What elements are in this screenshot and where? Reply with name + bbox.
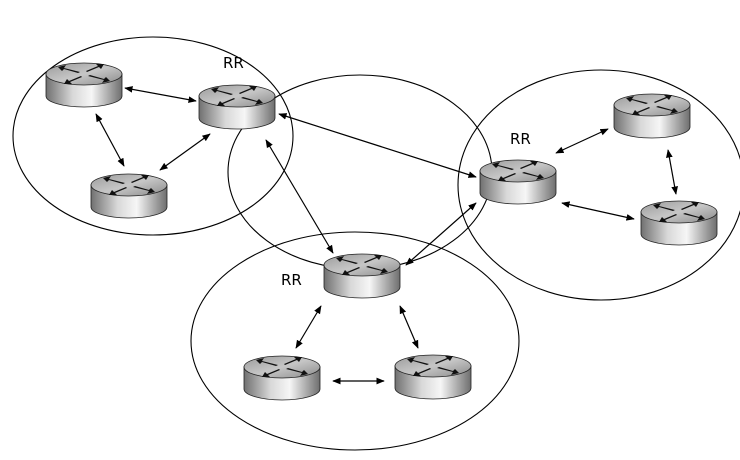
link-left-c-rr — [159, 133, 211, 171]
link-rr-bottom-right — [399, 305, 419, 349]
router-icon — [323, 253, 401, 299]
link-rr-bottom-left — [295, 305, 322, 349]
rr-label-left: RR — [223, 54, 244, 72]
cluster-right — [457, 69, 740, 301]
link-rr-left-rr-bottom — [265, 139, 334, 254]
rr-label-right: RR — [510, 130, 531, 148]
link-rr-right-rr-bottom — [405, 202, 477, 266]
router-icon — [394, 354, 472, 400]
link-rr-right-bottom — [561, 201, 635, 221]
link-right-top-bottom — [666, 149, 678, 195]
cluster-bottom — [190, 231, 520, 451]
router-icon — [479, 159, 557, 205]
router-icon — [613, 93, 691, 139]
link-rr-left-rr-right — [278, 113, 477, 178]
router-icon — [45, 62, 123, 108]
link-left-a-rr — [124, 86, 197, 103]
link-rr-right-top — [555, 128, 609, 154]
router-icon — [243, 355, 321, 401]
link-left-a-c — [95, 113, 125, 167]
rr-label-bottom: RR — [281, 271, 302, 289]
connections — [95, 86, 678, 385]
router-icon — [90, 173, 168, 219]
router-icon — [198, 84, 276, 130]
router-icon — [640, 200, 718, 246]
